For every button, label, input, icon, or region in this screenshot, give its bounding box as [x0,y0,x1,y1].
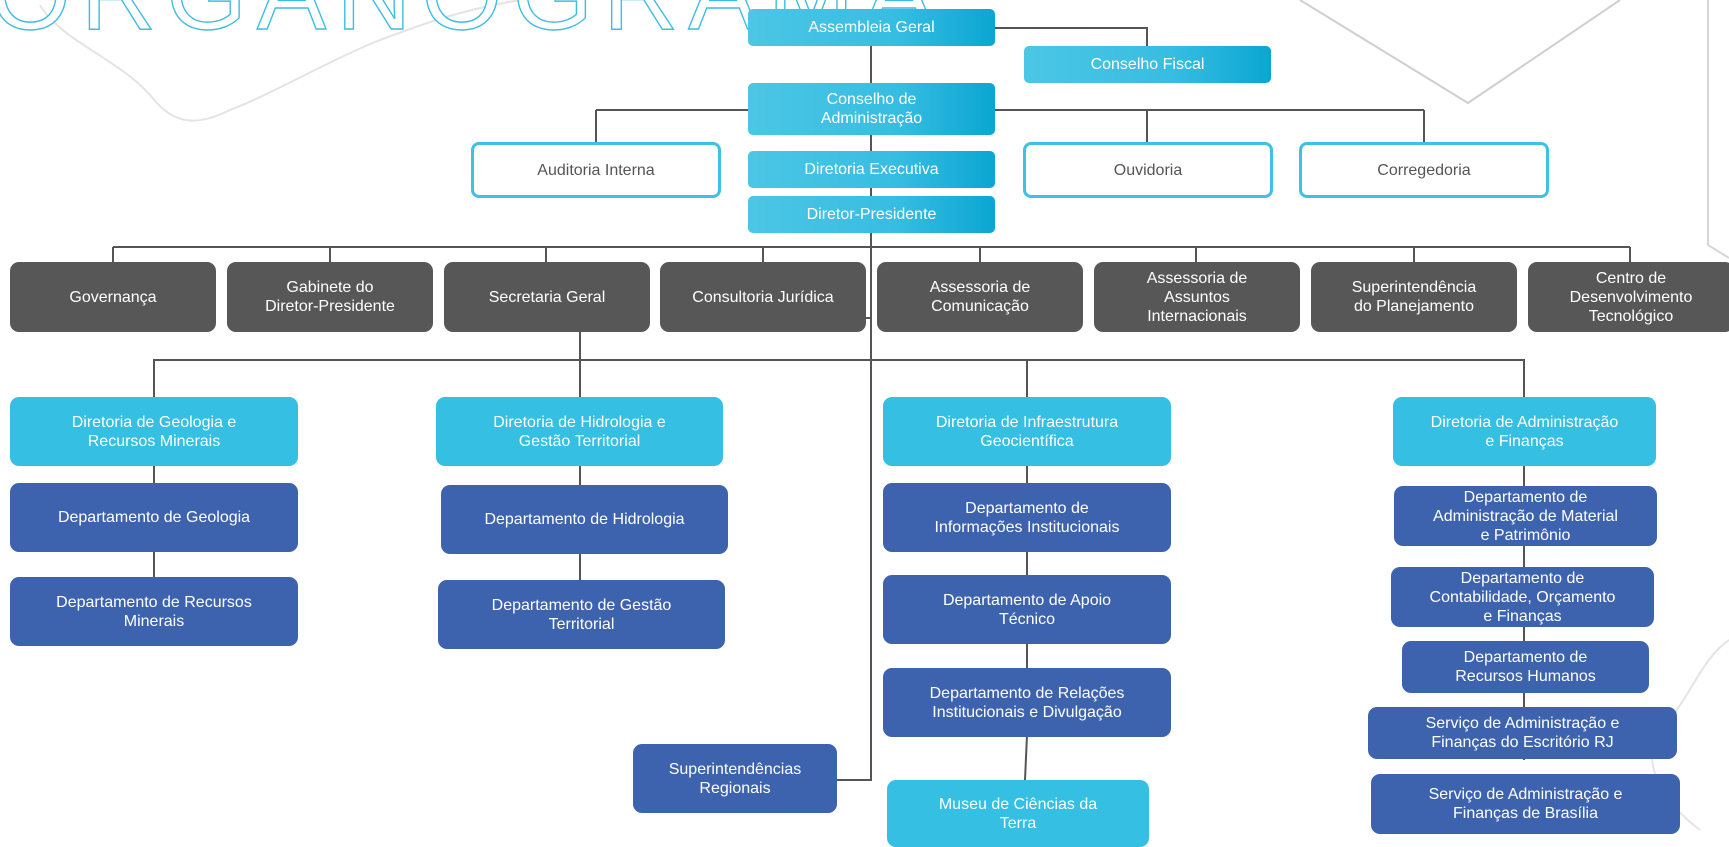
dept-recursos-humanos-box[interactable]: Departamento de Recursos Humanos [1402,641,1649,693]
dept-contabilidade-box[interactable]: Departamento de Contabilidade, Orçamento… [1391,567,1654,627]
superintendencias-regionais-box[interactable]: Superintendências Regionais [633,744,837,813]
diretoria-administracao-box[interactable]: Diretoria de Administração e Finanças [1393,397,1656,466]
dept-hidrologia-box[interactable]: Departamento de Hidrologia [441,485,728,554]
diretoria-geologia-box[interactable]: Diretoria de Geologia e Recursos Minerai… [10,397,298,466]
secretaria-geral-box[interactable]: Secretaria Geral [444,262,650,332]
assessoria-internacionais-box[interactable]: Assessoria de Assuntos Internacionais [1094,262,1300,332]
connector [837,232,872,781]
connector [871,359,1525,397]
right-edge-line [1707,0,1729,259]
servico-brasilia-box[interactable]: Serviço de Administração e Finanças de B… [1371,774,1680,834]
museu-ciencias-terra-box[interactable]: Museu de Ciências da Terra [887,780,1149,847]
conselho-fiscal-box[interactable]: Conselho Fiscal [1024,46,1271,83]
governanca-box[interactable]: Governança [10,262,216,332]
triangle-outline [1299,0,1621,105]
consultoria-juridica-box[interactable]: Consultoria Jurídica [660,262,866,332]
diretoria-executiva-box[interactable]: Diretoria Executiva [748,151,995,188]
dept-geologia-box[interactable]: Departamento de Geologia [10,483,298,552]
servico-escritorio-rj-box[interactable]: Serviço de Administração e Finanças do E… [1368,707,1677,759]
conselho-administracao-box[interactable]: Conselho de Administração [748,83,995,135]
diretoria-infraestrutura-box[interactable]: Diretoria de Infraestrutura Geocientífic… [883,397,1171,466]
contour-line [39,0,521,122]
dept-apoio-tecnico-box[interactable]: Departamento de Apoio Técnico [883,575,1171,644]
connector [153,332,581,397]
corregedoria-box[interactable]: Corregedoria [1299,142,1549,198]
connector [995,27,1148,48]
ouvidoria-box[interactable]: Ouvidoria [1023,142,1273,198]
assembleia-geral-box[interactable]: Assembleia Geral [748,9,995,46]
dept-administracao-material-box[interactable]: Departamento de Administração de Materia… [1394,486,1657,546]
dept-relacoes-institucionais-box[interactable]: Departamento de Relações Institucionais … [883,668,1171,737]
superintendencia-planejamento-box[interactable]: Superintendência do Planejamento [1311,262,1517,332]
assessoria-comunicacao-box[interactable]: Assessoria de Comunicação [877,262,1083,332]
diretor-presidente-box[interactable]: Diretor-Presidente [748,196,995,233]
dept-gestao-territorial-box[interactable]: Departamento de Gestão Territorial [438,580,725,649]
dept-recursos-minerais-box[interactable]: Departamento de Recursos Minerais [10,577,298,646]
connector [1024,734,1028,781]
auditoria-interna-box[interactable]: Auditoria Interna [471,142,721,198]
centro-desenvolvimento-box[interactable]: Centro de Desenvolvimento Tecnológico [1528,262,1729,332]
diretoria-hidrologia-box[interactable]: Diretoria de Hidrologia e Gestão Territo… [436,397,723,466]
gabinete-box[interactable]: Gabinete do Diretor-Presidente [227,262,433,332]
dept-informacoes-institucionais-box[interactable]: Departamento de Informações Instituciona… [883,483,1171,552]
